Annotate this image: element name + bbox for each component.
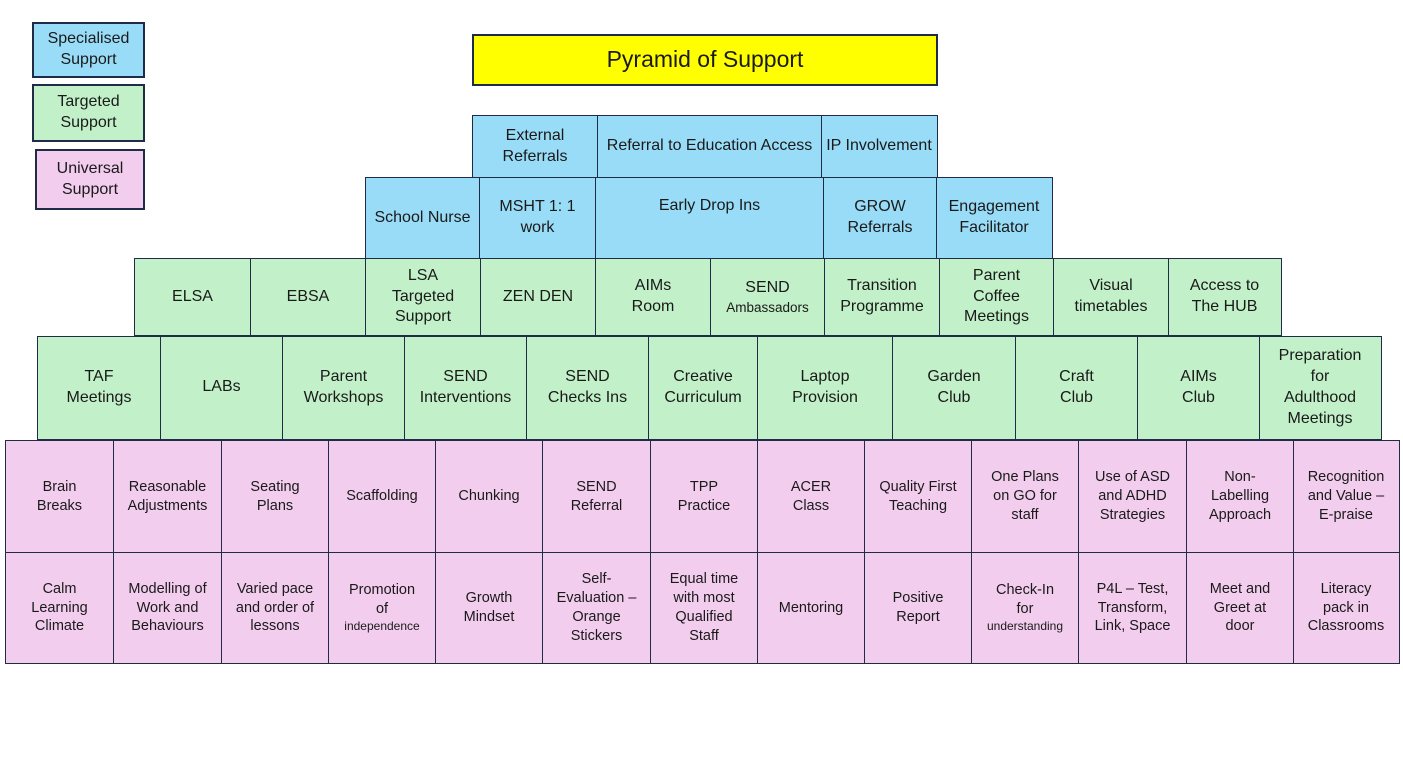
acer-class-cell: ACER Class xyxy=(757,441,864,552)
preparation-for-adulthood-meetings-cell: Preparation for Adulthood Meetings xyxy=(1259,337,1380,439)
reasonable-adjustments-cell: Reasonable Adjustments xyxy=(113,441,221,552)
p4l-cell: P4L – Test, Transform, Link, Space xyxy=(1078,553,1186,663)
ip-involvement-cell: IP Involvement xyxy=(821,116,936,177)
tier-universal-upper: Brain Breaks Reasonable Adjustments Seat… xyxy=(5,440,1400,553)
aims-room-cell: AIMs Room xyxy=(595,259,710,335)
brain-breaks-cell: Brain Breaks xyxy=(36,478,83,514)
parent-workshops-cell: Parent Workshops xyxy=(282,337,404,439)
understanding-line: understanding xyxy=(986,619,1064,634)
lsa-targeted-support-cell: LSA Targeted Support xyxy=(365,259,480,335)
send-ambassadors-line2: Ambassadors xyxy=(726,299,809,315)
legend-universal-support: Universal Support xyxy=(35,149,145,210)
recognition-and-value-cell: Recognition and Value – E-praise xyxy=(1293,441,1398,552)
growth-mindset-cell: Growth Mindset xyxy=(435,553,542,663)
grow-referrals-cell: GROW Referrals xyxy=(823,178,936,258)
taf-meetings-cell: TAF Meetings xyxy=(66,368,132,406)
chunking-cell: Chunking xyxy=(435,441,542,552)
tier-universal-lower: Calm Learning Climate Modelling of Work … xyxy=(5,552,1400,664)
tier-targeted-upper: ELSA EBSA LSA Targeted Support ZEN DEN A… xyxy=(134,258,1282,336)
parent-coffee-meetings-cell: Parent Coffee Meetings xyxy=(939,259,1053,335)
calm-learning-climate-cell: Calm Learning Climate xyxy=(31,580,88,635)
legend-targeted-support: Targeted Support xyxy=(32,84,145,142)
legend-specialised-support: Specialised Support xyxy=(32,22,145,78)
tier-specialised-lower: School Nurse MSHT 1: 1 work Early Drop I… xyxy=(365,177,1053,259)
asd-adhd-strategies-cell: Use of ASD and ADHD Strategies xyxy=(1078,441,1186,552)
check-in-for-understanding-cell: Check-In for understanding xyxy=(971,553,1078,663)
self-evaluation-cell: Self- Evaluation – Orange Stickers xyxy=(542,553,650,663)
msht-work-cell: MSHT 1: 1 work xyxy=(479,178,595,258)
tier-targeted-lower: TAF Meetings LABs Parent Workshops SEND … xyxy=(37,336,1382,440)
equal-time-qualified-staff-cell: Equal time with most Qualified Staff xyxy=(650,553,757,663)
send-checks-ins-cell: SEND Checks Ins xyxy=(526,337,648,439)
send-ambassadors-line1: SEND xyxy=(745,278,790,296)
seating-plans-cell: Seating Plans xyxy=(221,441,328,552)
tier-specialised-top: External Referrals Referral to Education… xyxy=(472,115,938,178)
send-ambassadors-cell: SEND Ambassadors xyxy=(710,259,824,335)
referral-to-education-access-cell: Referral to Education Access xyxy=(597,116,821,177)
aims-club-cell: AIMs Club xyxy=(1137,337,1259,439)
varied-pace-cell: Varied pace and order of lessons xyxy=(221,553,328,663)
garden-club-cell: Garden Club xyxy=(892,337,1015,439)
visual-timetables-cell: Visual timetables xyxy=(1053,259,1168,335)
modelling-work-behaviours-cell: Modelling of Work and Behaviours xyxy=(113,553,221,663)
scaffolding-cell: Scaffolding xyxy=(328,441,435,552)
ebsa-cell: EBSA xyxy=(250,259,365,335)
access-to-the-hub-cell: Access to The HUB xyxy=(1168,259,1280,335)
positive-report-cell: Positive Report xyxy=(864,553,971,663)
transition-programme-cell: Transition Programme xyxy=(824,259,939,335)
send-interventions-cell: SEND Interventions xyxy=(404,337,526,439)
early-drop-ins-cell: Early Drop Ins xyxy=(595,178,823,258)
quality-first-teaching-cell: Quality First Teaching xyxy=(864,441,971,552)
laptop-provision-cell: Laptop Provision xyxy=(757,337,892,439)
literacy-pack-cell: Literacy pack in Classrooms xyxy=(1293,553,1398,663)
one-plans-on-go-cell: One Plans on GO for staff xyxy=(971,441,1078,552)
tpp-practice-cell: TPP Practice xyxy=(650,441,757,552)
craft-club-cell: Craft Club xyxy=(1015,337,1137,439)
meet-and-greet-cell: Meet and Greet at door xyxy=(1186,553,1293,663)
mentoring-cell: Mentoring xyxy=(757,553,864,663)
external-referrals-cell: External Referrals xyxy=(502,126,568,165)
engagement-facilitator-cell: Engagement Facilitator xyxy=(936,178,1051,258)
check-in-for-line: Check-In for xyxy=(995,582,1055,618)
school-nurse-cell: School Nurse xyxy=(374,208,471,226)
non-labelling-approach-cell: Non- Labelling Approach xyxy=(1186,441,1293,552)
labs-cell: LABs xyxy=(160,337,282,439)
zen-den-cell: ZEN DEN xyxy=(480,259,595,335)
creative-curriculum-cell: Creative Curriculum xyxy=(648,337,757,439)
elsa-cell: ELSA xyxy=(172,287,213,305)
promotion-of-independence-cell: Promotion of independence xyxy=(328,553,435,663)
send-referral-cell: SEND Referral xyxy=(542,441,650,552)
promotion-of-line: Promotion of xyxy=(348,582,416,618)
independence-line: independence xyxy=(344,619,420,634)
pyramid-title: Pyramid of Support xyxy=(472,34,938,86)
